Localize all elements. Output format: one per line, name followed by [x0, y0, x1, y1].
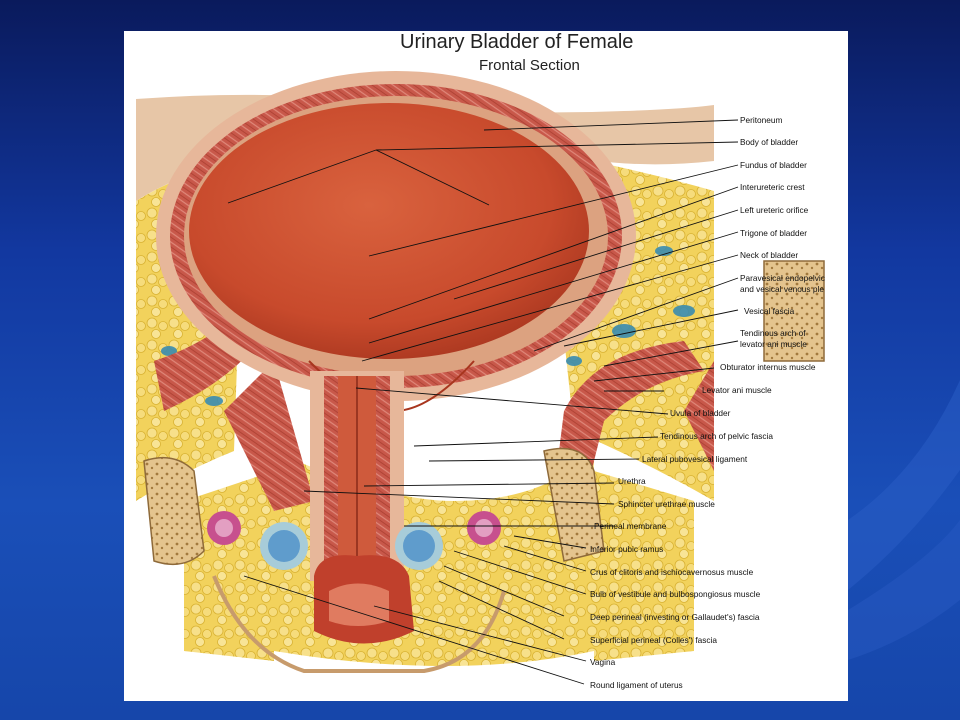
label-sphincter-urethrae-muscle: Sphincter urethrae muscle	[618, 499, 715, 509]
label-deep-perineal-fascia: Deep perineal (investing or Gallaudet's)…	[590, 612, 760, 622]
label-superficial-perineal-fascia: Superficial perineal (Colles') fascia	[590, 635, 718, 645]
label-urethra: Urethra	[618, 476, 646, 486]
label-interureteric-crest: Interureteric crest	[740, 182, 805, 192]
label-tendinous-arch-levator-2: levator ani muscle	[740, 339, 807, 349]
label-lateral-pubovesical-ligament: Lateral pubovesical ligament	[642, 454, 748, 464]
label-peritoneum: Peritoneum	[740, 115, 783, 125]
label-uvula-of-bladder: Uvula of bladder	[670, 408, 731, 418]
label-vesical-venous-plexus: and vesical venous ple	[740, 284, 824, 294]
label-body-of-bladder: Body of bladder	[740, 137, 799, 147]
label-vagina: Vagina	[590, 657, 616, 667]
slide-subtitle: Frontal Section	[479, 57, 580, 74]
bladder-illustration	[136, 71, 825, 685]
label-inferior-pubic-ramus: Inferior pubic ramus	[590, 544, 664, 554]
label-neck-of-bladder: Neck of bladder	[740, 250, 799, 260]
label-paravesical-endopelvic: Paravesical endopelvic	[740, 273, 825, 283]
label-trigone-of-bladder: Trigone of bladder	[740, 228, 808, 238]
label-round-ligament-of-uterus: Round ligament of uterus	[590, 680, 683, 690]
label-vesical-fascia: Vesical fascia	[744, 306, 795, 316]
label-tendinous-arch-pelvic-fascia: Tendinous arch of pelvic fascia	[660, 431, 773, 441]
label-tendinous-arch-levator-1: Tendinous arch of	[740, 328, 806, 338]
slide-panel: Urinary Bladder of Female Frontal Sectio…	[124, 31, 848, 701]
label-fundus-of-bladder: Fundus of bladder	[740, 160, 807, 170]
label-perineal-membrane: Perineal membrane	[594, 521, 667, 531]
label-crus-of-clitoris: Crus of clitoris and ischiocavernosus mu…	[590, 567, 754, 577]
label-levator-ani-muscle: Levator ani muscle	[702, 385, 772, 395]
label-left-ureteric-orifice: Left ureteric orifice	[740, 205, 809, 215]
slide-title: Urinary Bladder of Female	[400, 31, 634, 53]
label-obturator-internus-muscle: Obturator internus muscle	[720, 362, 816, 372]
label-bulb-of-vestibule: Bulb of vestibule and bulbospongiosus mu…	[590, 589, 761, 599]
